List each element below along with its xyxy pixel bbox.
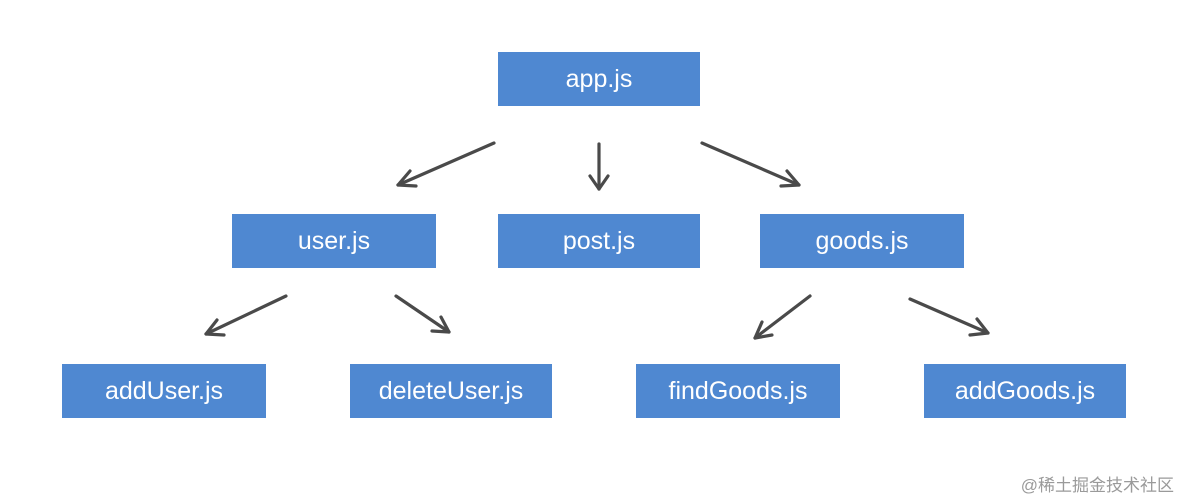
node-post: post.js [498, 214, 700, 268]
node-find-goods: findGoods.js [636, 364, 840, 418]
node-label: deleteUser.js [378, 376, 524, 405]
node-app: app.js [498, 52, 700, 106]
node-delete-user: deleteUser.js [350, 364, 552, 418]
node-label: user.js [297, 226, 371, 255]
arrow-app-to-post [588, 142, 610, 191]
arrow-app-to-goods [700, 141, 801, 188]
node-label: findGoods.js [668, 376, 808, 405]
watermark: @稀土掘金技术社区 [1020, 476, 1174, 495]
node-label: goods.js [815, 226, 909, 255]
arrow-goods-to-addgoods [908, 297, 990, 337]
arrow-goods-to-findgoods [753, 294, 812, 340]
arrow-user-to-deleteuser [394, 294, 451, 334]
node-label: addUser.js [104, 376, 224, 405]
node-goods: goods.js [760, 214, 964, 268]
node-label: app.js [565, 64, 633, 93]
arrow-app-to-user [396, 141, 496, 188]
node-user: user.js [232, 214, 436, 268]
node-label: post.js [562, 226, 636, 255]
node-add-goods: addGoods.js [924, 364, 1126, 418]
node-add-user: addUser.js [62, 364, 266, 418]
arrow-user-to-adduser [204, 294, 288, 337]
node-label: addGoods.js [954, 376, 1096, 405]
